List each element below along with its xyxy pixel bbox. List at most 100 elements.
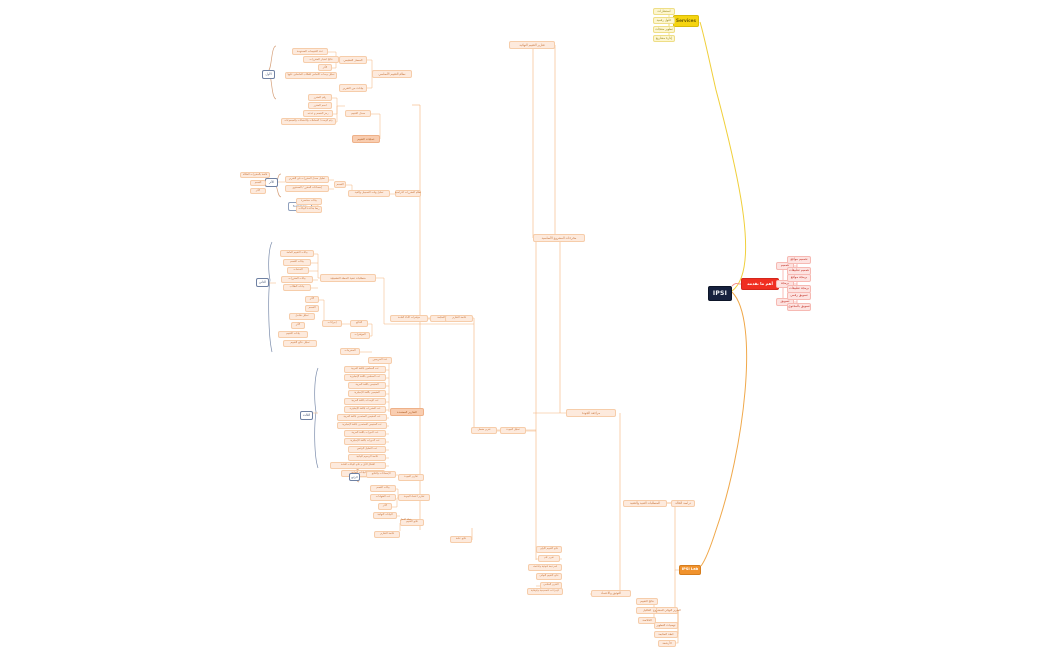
group-leaf[interactable]: عدد الدورات باللغة الإنجليزية bbox=[344, 438, 386, 445]
group-leaf[interactable]: تقرير مفصل bbox=[471, 427, 497, 434]
group-leaf[interactable]: نتائج اختبار المقررات bbox=[303, 56, 339, 63]
spine-node[interactable]: مخرجات المشروع الأساسية bbox=[533, 234, 585, 242]
group-leaf[interactable]: الخدمات bbox=[287, 267, 309, 274]
group-leaf[interactable]: تحليل معدل المقررات في التقرير bbox=[285, 176, 329, 183]
spine-node[interactable]: تقارير التقييم النهائية bbox=[509, 41, 555, 49]
group-leaf[interactable]: بيانات مختصرة bbox=[296, 198, 322, 205]
group-leaf[interactable]: قائمة التقارير bbox=[374, 531, 400, 538]
right-branch-group[interactable]: تصميم bbox=[776, 262, 794, 270]
group-side-leaf[interactable]: قائمة بالمقررات الفعّالة bbox=[240, 172, 270, 178]
group-leaf[interactable]: عدد التقييمات الممنوحة bbox=[292, 48, 328, 55]
group-leaf[interactable]: تحليل نتائج التقييم bbox=[283, 340, 317, 347]
group-leaf[interactable]: القسم bbox=[305, 305, 319, 312]
group-leaf[interactable]: المراجعة النهائية والاعتماد bbox=[528, 564, 562, 571]
group-leaf[interactable]: الأثر bbox=[305, 296, 319, 303]
group-leaf[interactable]: عدد الخريجين bbox=[368, 357, 392, 364]
group-hub[interactable]: نظام التقييم الأساسي bbox=[372, 70, 412, 78]
orange-branch-leaf[interactable]: نتائج التقييم bbox=[636, 598, 658, 605]
group-leaf[interactable]: عدد المعلمين باللغة العربية bbox=[344, 366, 386, 373]
orange-branch-leaf[interactable]: التقرير النهائي للمشروع bbox=[653, 607, 681, 614]
group-head[interactable]: الثالث bbox=[300, 411, 313, 420]
right-branch-head[interactable]: أهم ما نقدمه bbox=[741, 278, 779, 290]
services-branch-leaf[interactable]: إدارة مشاريع bbox=[653, 35, 675, 42]
group-head[interactable]: الأول bbox=[262, 70, 275, 79]
group-leaf[interactable]: المؤشرات bbox=[350, 332, 370, 339]
group-leaf[interactable]: القسم bbox=[334, 181, 346, 188]
right-branch-group[interactable]: تسويق bbox=[776, 298, 794, 306]
group-leaf[interactable]: عدد المقيمين المعتمدين باللغة العربية bbox=[337, 414, 387, 421]
right-branch-group[interactable]: برمجة bbox=[776, 280, 794, 288]
orange-branch-leaf[interactable]: الأرشفة bbox=[658, 640, 676, 647]
group-leaf[interactable]: رقم المقرر bbox=[308, 94, 332, 101]
group-side-leaf[interactable]: القسم bbox=[250, 180, 266, 186]
group-leaf[interactable]: الإحصاءات والنتائج bbox=[366, 471, 396, 478]
group-leaf[interactable]: عدد الدورات باللغة العربية bbox=[344, 430, 386, 437]
group-leaf[interactable]: الشكل الأول و نتائج البيانات العامة bbox=[330, 462, 386, 469]
orange-branch-leaf[interactable]: المتطلبات الفنية والتقنية bbox=[623, 500, 667, 507]
group-leaf[interactable]: المقيمين باللغة العربية bbox=[348, 382, 386, 389]
group-leaf[interactable]: اسم المقرر bbox=[308, 102, 332, 109]
group-leaf[interactable]: معدل التقييم bbox=[345, 110, 371, 117]
orange-branch-leaf[interactable]: دراسة الحالة bbox=[671, 500, 695, 507]
group-leaf[interactable]: عمليات التقييم bbox=[352, 135, 380, 143]
group-leaf[interactable]: تحليل وقت التسجيل والقيد bbox=[348, 190, 390, 197]
group-hub[interactable]: متطلبات تنفيذ الخطة التشغيلية bbox=[320, 274, 376, 282]
group-leaf[interactable]: عدد الشهادات bbox=[370, 494, 396, 501]
right-branch-leaf[interactable]: تسويق بالمحتوى bbox=[787, 303, 811, 311]
group-leaf[interactable]: المخرجات bbox=[340, 348, 360, 355]
group-leaf[interactable]: تقارير اعتماد الجودة bbox=[398, 494, 430, 501]
group-side-leaf[interactable]: الأثر bbox=[250, 188, 266, 194]
group-leaf[interactable]: تقارير الجودة bbox=[398, 474, 424, 481]
group-leaf[interactable]: نتائج عامة bbox=[450, 536, 472, 543]
group-leaf[interactable]: الأثر bbox=[318, 64, 332, 71]
group-leaf[interactable]: عدد المعلمين باللغة الإنجليزية bbox=[344, 374, 386, 381]
group-leaf[interactable]: الإجراءات التصحيحية والوقائية bbox=[527, 588, 563, 595]
group-head[interactable]: الأثر bbox=[265, 178, 278, 187]
orange-branch-head[interactable]: IPSI Lab bbox=[679, 565, 701, 575]
orange-branch-leaf[interactable]: الخلاصة bbox=[638, 617, 656, 624]
group-hub[interactable]: التقارير المعتمدة bbox=[390, 408, 424, 416]
services-branch-leaf[interactable]: استشارات bbox=[653, 8, 675, 15]
group-leaf[interactable]: رقم الوحدة / المعاملات والامتحانات والمج… bbox=[281, 118, 336, 125]
group-leaf[interactable]: تحليل الجودة bbox=[500, 427, 526, 434]
group-leaf[interactable]: إحصاءات المقرر / المستوى bbox=[285, 185, 329, 192]
group-subhub[interactable]: المسار التعليمي bbox=[339, 56, 367, 64]
right-branch-leaf[interactable]: تصميم مواقع bbox=[787, 256, 811, 264]
group-subhub[interactable]: بيانات من التقرير bbox=[339, 84, 367, 92]
services-branch-head[interactable]: Services bbox=[673, 15, 699, 27]
services-branch-leaf[interactable]: حلول رقمية bbox=[653, 17, 675, 24]
group-leaf[interactable]: عدد المقررات باللغة الإنجليزية bbox=[344, 406, 386, 413]
root-node[interactable]: IPSI bbox=[708, 286, 732, 301]
group-leaf[interactable]: بيانات القسم bbox=[370, 485, 396, 492]
group-leaf[interactable]: تحليل وحدات الأساس للطلاب الحاصلين عليها bbox=[285, 72, 337, 79]
group-leaf[interactable]: قائمة الرسوم البيانية bbox=[348, 454, 386, 461]
group-leaf[interactable]: نظام المقررات الدراسية bbox=[395, 190, 421, 197]
group-leaf[interactable]: النتائج bbox=[350, 320, 368, 327]
group-leaf[interactable]: بيانات القسم bbox=[283, 259, 311, 266]
group-leaf[interactable]: نتائج التقييم الأولي bbox=[536, 546, 562, 553]
group-leaf[interactable]: خطة العمل bbox=[400, 518, 412, 522]
right-branch-leaf[interactable]: برمجة مواقع bbox=[787, 274, 811, 282]
orange-branch-leaf[interactable]: خطة المتابعة bbox=[654, 631, 678, 638]
group-leaf[interactable]: بيانات التقييم bbox=[278, 331, 308, 338]
group-leaf[interactable]: تحليل شامل bbox=[289, 313, 315, 320]
orange-branch-leaf[interactable]: توصيات التطوير bbox=[654, 622, 678, 629]
group-leaf[interactable]: بيانات الطلاب bbox=[283, 284, 311, 291]
group-leaf[interactable]: عدد المقيمين المعتمدين باللغة الإنجليزية bbox=[337, 422, 387, 429]
group-leaf[interactable]: بيانات التقييم العامة bbox=[280, 250, 314, 257]
group-leaf[interactable]: عدد التحليل الرقمي bbox=[348, 446, 386, 453]
group-head[interactable]: الرابع bbox=[349, 473, 360, 481]
right-branch-leaf[interactable]: تسويق رقمي bbox=[787, 292, 811, 300]
group-leaf[interactable]: إجراءات bbox=[322, 320, 342, 327]
group-leaf[interactable]: ربط بقاعدة البيانات bbox=[296, 206, 322, 213]
group-leaf[interactable]: المقيمين باللغة الإنجليزية bbox=[348, 390, 386, 397]
spine-node[interactable]: التوثيق والاعتماد bbox=[591, 590, 631, 597]
group-leaf[interactable]: بيانات المقررات bbox=[281, 276, 313, 283]
services-branch-leaf[interactable]: تطوير منتجات bbox=[653, 26, 675, 33]
group-leaf[interactable]: قائمة التقارير bbox=[445, 315, 473, 322]
group-leaf[interactable]: البيانات النهائية bbox=[373, 512, 397, 519]
group-leaf[interactable]: رمز القسم و عدده bbox=[303, 110, 333, 117]
spine-node[interactable]: مراجعة الجودة bbox=[566, 409, 616, 417]
group-leaf[interactable]: نتائج التقييم النهائي bbox=[536, 573, 562, 580]
